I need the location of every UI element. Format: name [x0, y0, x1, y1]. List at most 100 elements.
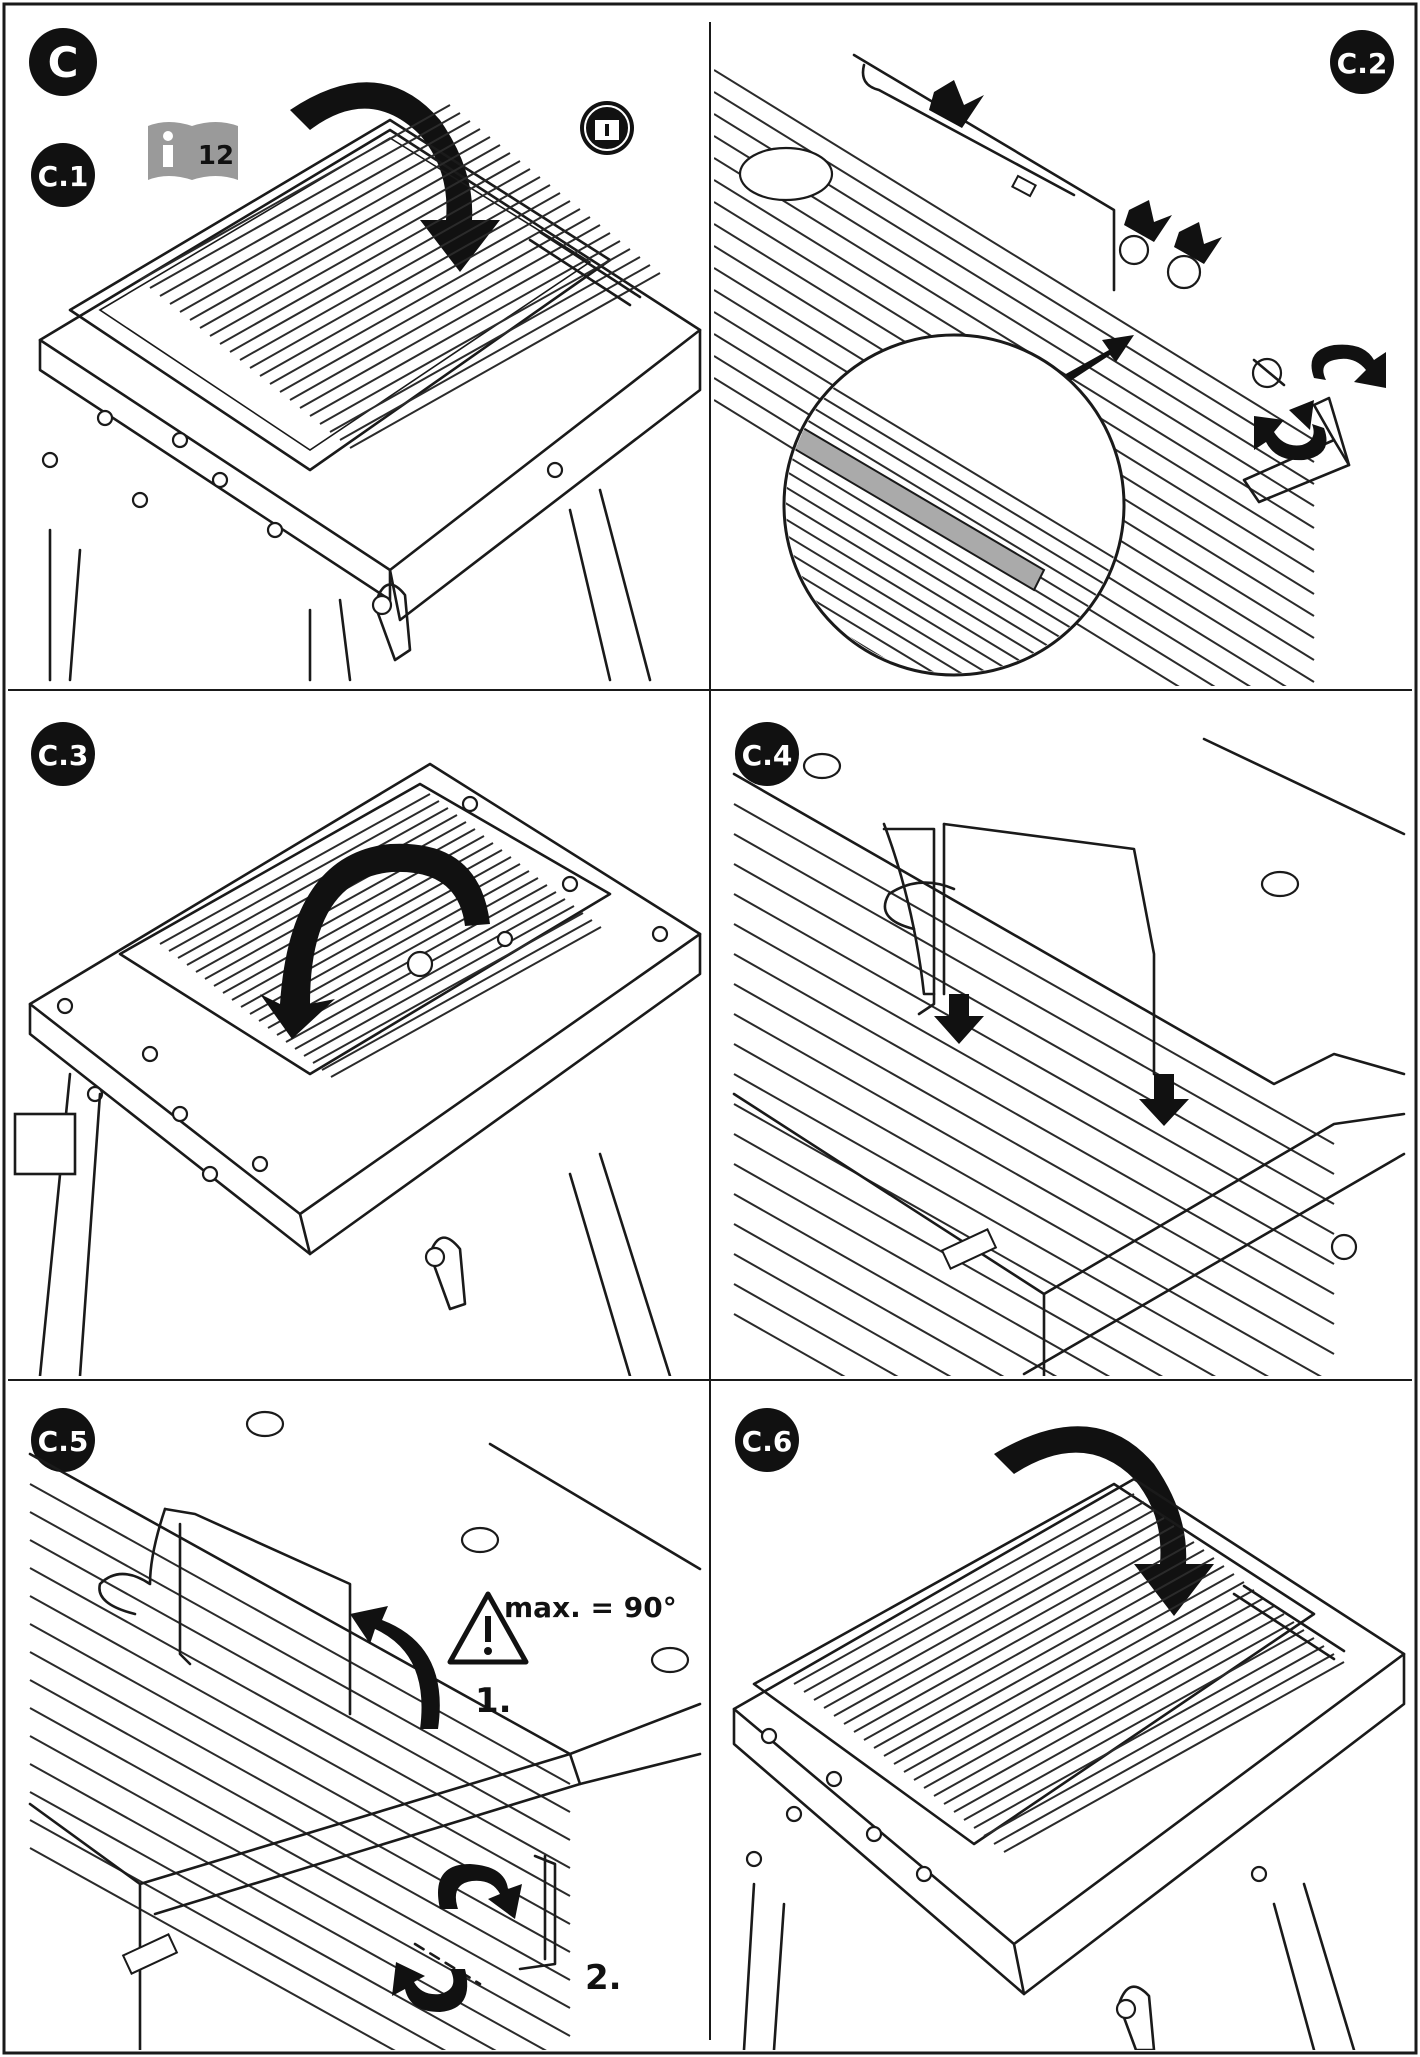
rail-slat — [793, 1493, 1135, 1685]
fold-arrow — [994, 1426, 1214, 1616]
rail-slat — [983, 1645, 1325, 1837]
rail-slat — [786, 499, 1122, 673]
bench-illustration — [13, 762, 702, 1376]
rail-slat — [873, 1557, 1215, 1749]
warning-triangle-icon — [447, 1591, 529, 1665]
panel-c6: C.6 — [714, 1384, 1410, 2050]
bench-illustration — [38, 104, 702, 682]
panel-c2: C.2 — [714, 10, 1410, 686]
rail-slat — [786, 547, 1122, 673]
rail-slat — [349, 272, 661, 449]
magnifier-circle-icon — [754, 333, 1134, 686]
rail-slat — [843, 1533, 1185, 1725]
rail-slat — [883, 1565, 1225, 1757]
rail-slat — [733, 833, 1335, 1175]
rail-slat — [267, 877, 539, 1029]
step-badge-c5-label: C.5 — [38, 1425, 89, 1458]
rail-slat — [179, 136, 491, 313]
rail-slat — [139, 104, 451, 281]
rail-slat — [786, 563, 1122, 673]
rail-slat — [168, 800, 440, 952]
rail-slat — [786, 483, 1122, 673]
rail-slat — [169, 128, 481, 305]
rail-slat — [159, 120, 471, 297]
rail-slat — [269, 208, 581, 385]
rail-slat — [733, 983, 1335, 1325]
rail-slat — [786, 371, 1122, 603]
rail-slat — [733, 1313, 846, 1376]
rail-slat — [189, 144, 501, 321]
rail-slat — [29, 1567, 571, 1869]
rail-slat — [823, 1517, 1165, 1709]
rail-slat — [903, 1581, 1245, 1773]
rail-slat — [329, 256, 641, 433]
rail-slat — [29, 1483, 571, 1785]
rail-slat — [733, 1223, 1005, 1376]
rail-slat — [733, 1043, 1322, 1376]
rail-slat — [319, 248, 631, 425]
rail-slat — [833, 1525, 1175, 1717]
rail-illustration — [732, 737, 1406, 1376]
rail-slat — [993, 1653, 1335, 1845]
rail-slat — [963, 1629, 1305, 1821]
rail-slat — [733, 953, 1335, 1295]
step-2-label: 2. — [585, 1958, 622, 1998]
rail-slat — [733, 1133, 1164, 1376]
rail-slat — [803, 1501, 1145, 1693]
rail-slat — [309, 240, 621, 417]
rail-slat — [209, 160, 521, 337]
rail-slat — [754, 676, 1134, 686]
rotate-arrow-icon — [1254, 344, 1386, 461]
rail-slat — [973, 1637, 1315, 1829]
rail-slat — [733, 1073, 1269, 1376]
rail-slat — [29, 1651, 571, 1953]
rail-slat — [339, 264, 651, 441]
rail-slat — [149, 112, 461, 289]
step-badge-c1-label: C.1 — [38, 160, 89, 193]
section-badge: C — [29, 28, 97, 96]
rail-slat — [893, 1573, 1235, 1765]
rail-slat — [714, 69, 1315, 441]
info-book-icon: 12 — [148, 122, 238, 180]
rail-slat — [29, 1511, 571, 1813]
rail-slat — [229, 176, 541, 353]
rail-slat — [29, 1679, 571, 1981]
rail-slat — [29, 1847, 396, 2050]
rail-slat — [1003, 1661, 1345, 1853]
rail-slat — [177, 807, 449, 959]
rail-slat — [733, 1253, 952, 1376]
step-1-label: 1. — [475, 1681, 512, 1721]
bench-illustration — [732, 1477, 1406, 2050]
rail-slat — [733, 1163, 1111, 1376]
fold-arrow — [290, 82, 500, 272]
rail-slat — [199, 152, 511, 329]
rail-slat — [299, 232, 611, 409]
rail-slat — [714, 135, 1315, 507]
panel-c5: C.5 — [10, 1384, 706, 2050]
panel-c4: C.4 — [714, 694, 1410, 1376]
rail-slat — [863, 1549, 1205, 1741]
rail-slat — [733, 803, 1335, 1145]
rail-slat — [913, 1589, 1255, 1781]
rotate-arrow-icon — [392, 1864, 522, 2012]
rail-slat — [733, 923, 1335, 1265]
step-badge-c6-label: C.6 — [742, 1425, 793, 1458]
step-badge-c1: C.1 — [31, 143, 95, 207]
step-badge-c4-label: C.4 — [742, 739, 793, 772]
step-badge-c3-label: C.3 — [38, 739, 89, 772]
step-badge-c4: C.4 — [735, 722, 799, 786]
rail-slat — [733, 893, 1335, 1235]
rail-slat — [733, 1283, 899, 1376]
step-badge-c2-label: C.2 — [1337, 47, 1388, 80]
rail-slat — [159, 793, 431, 945]
rail-slat — [239, 184, 551, 361]
rail-slat — [953, 1621, 1295, 1813]
rail-slat — [29, 1735, 571, 2037]
rail-slat — [312, 912, 584, 1064]
rail-slat — [29, 1791, 497, 2050]
rail-slat — [289, 224, 601, 401]
rail-slat — [249, 192, 561, 369]
warning-max-angle: max. = 90° — [504, 1591, 677, 1624]
